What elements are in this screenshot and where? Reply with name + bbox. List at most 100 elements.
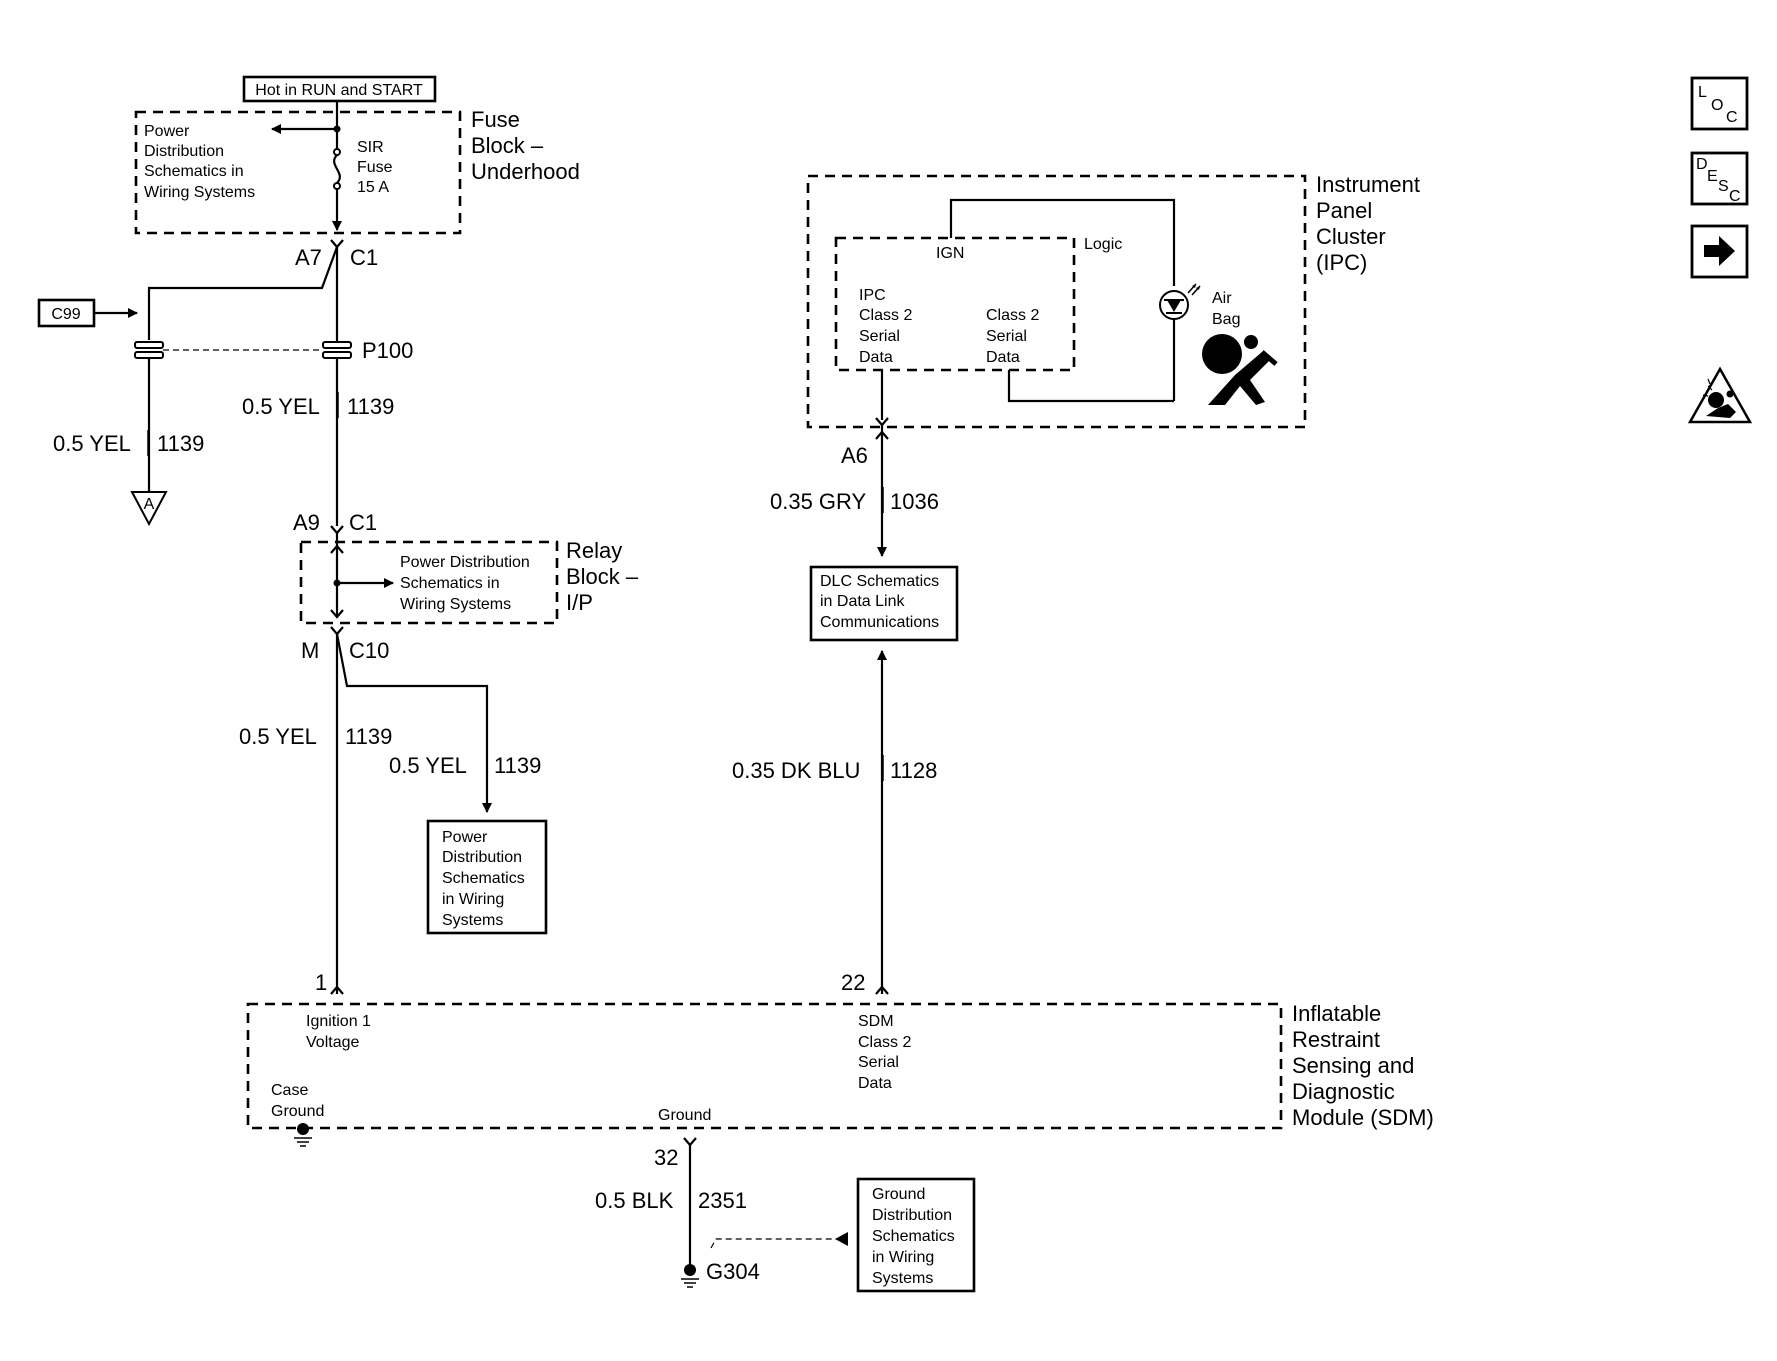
svg-text:Serial: Serial	[858, 1054, 899, 1071]
sdm-pin-32: 32	[654, 1145, 678, 1170]
svg-text:SIR: SIR	[357, 139, 384, 156]
svg-text:Module (SDM): Module (SDM)	[1292, 1105, 1434, 1130]
g304-ground-icon	[681, 1264, 699, 1288]
svg-text:Serial: Serial	[859, 328, 900, 345]
sir-fuse-symbol	[333, 154, 341, 184]
c99-reference-box: C99	[37, 298, 96, 328]
wire-color-left-branch: 0.5 YEL	[53, 431, 131, 456]
ipc-class2-left-text: IPC Class 2 Serial Data	[859, 287, 912, 366]
desc-button[interactable]: D E S C	[1690, 151, 1749, 206]
instrument-panel-cluster-title: Instrument Panel Cluster (IPC)	[1316, 172, 1420, 275]
relay-block-power-distribution-ref: Power Distribution Schematics in Wiring …	[400, 554, 530, 613]
wire-circuit-dk-blu: 1128	[890, 758, 937, 783]
wire-color-dk-blu: 0.35 DK BLU	[732, 758, 860, 783]
sdm-pin-1: 1	[315, 970, 327, 995]
svg-text:Hot in RUN and START: Hot in RUN and START	[255, 82, 423, 99]
svg-text:Communications: Communications	[820, 614, 939, 631]
wire-circuit-branch-power: 1139	[494, 753, 541, 778]
svg-text:S: S	[1718, 178, 1729, 195]
svg-text:Diagnostic: Diagnostic	[1292, 1079, 1395, 1104]
svg-text:Restraint: Restraint	[1292, 1027, 1380, 1052]
svg-text:Sensing and: Sensing and	[1292, 1053, 1414, 1078]
svg-text:C: C	[1726, 109, 1738, 126]
connector-a7: A7	[295, 245, 322, 270]
fuse-block-underhood-outline	[134, 110, 462, 235]
svg-text:Power Distribution: Power Distribution	[400, 554, 530, 571]
svg-text:Systems: Systems	[872, 1270, 933, 1287]
fuse-block-power-distribution-ref: Power Distribution Schematics in Wiring …	[144, 123, 255, 201]
offpage-connector-a: A	[130, 491, 168, 527]
connector-m: M	[301, 638, 319, 663]
svg-text:Block –: Block –	[471, 133, 544, 158]
wire-circuit-main-lower: 1139	[345, 724, 392, 749]
sdm-ground-label: Ground	[658, 1107, 711, 1124]
sdm-class2-serial-data-label: SDM Class 2 Serial Data	[858, 1013, 911, 1092]
svg-text:Case: Case	[271, 1082, 308, 1099]
next-page-button[interactable]	[1690, 224, 1749, 279]
svg-text:Bag: Bag	[1212, 311, 1240, 328]
dlc-schematics-box[interactable]: DLC Schematics in Data Link Communicatio…	[809, 565, 959, 642]
sdm-outline	[246, 1002, 1283, 1130]
p100-connector-right	[322, 341, 352, 359]
svg-text:Panel: Panel	[1316, 198, 1372, 223]
svg-text:Schematics in: Schematics in	[144, 163, 244, 180]
svg-text:15 A: 15 A	[357, 179, 389, 196]
svg-text:Block –: Block –	[566, 564, 639, 589]
svg-text:Voltage: Voltage	[306, 1034, 359, 1051]
sdm-title: Inflatable Restraint Sensing and Diagnos…	[1292, 1001, 1434, 1130]
ipc-ign-label: IGN	[936, 245, 964, 262]
wire-color-main-lower: 0.5 YEL	[239, 724, 317, 749]
svg-text:Relay: Relay	[566, 538, 622, 563]
svg-text:(IPC): (IPC)	[1316, 250, 1367, 275]
airbag-occupant-icon	[1202, 334, 1278, 405]
svg-text:Schematics: Schematics	[442, 870, 525, 887]
svg-text:C: C	[1729, 188, 1741, 205]
ipc-logic-label: Logic	[1084, 236, 1122, 253]
svg-text:Schematics in: Schematics in	[400, 575, 500, 592]
svg-text:Distribution: Distribution	[442, 849, 522, 866]
svg-text:Class 2: Class 2	[859, 307, 912, 324]
svg-text:Cluster: Cluster	[1316, 224, 1386, 249]
svg-text:Air: Air	[1212, 290, 1232, 307]
svg-text:A: A	[144, 496, 155, 513]
svg-text:I/P: I/P	[566, 590, 593, 615]
svg-text:in Wiring: in Wiring	[442, 891, 504, 908]
wire-color-main-upper: 0.5 YEL	[242, 394, 320, 419]
svg-text:D: D	[1696, 156, 1708, 173]
relay-block-ip-title: Relay Block – I/P	[566, 538, 639, 615]
svg-text:Distribution: Distribution	[144, 143, 224, 160]
relay-block-ip-outline	[299, 540, 559, 625]
airbag-lamp-label: Air Bag	[1212, 290, 1240, 328]
svg-text:Underhood: Underhood	[471, 159, 580, 184]
svg-text:DLC Schematics: DLC Schematics	[820, 573, 939, 590]
svg-text:in Data Link: in Data Link	[820, 593, 905, 610]
power-distribution-schematics-box[interactable]: Power Distribution Schematics in Wiring …	[426, 819, 548, 935]
sdm-case-ground-label: Case Ground	[271, 1082, 324, 1120]
loc-button[interactable]: L O C	[1690, 76, 1749, 131]
connector-a9: A9	[293, 510, 320, 535]
svg-text:Serial: Serial	[986, 328, 1027, 345]
svg-text:Ground: Ground	[872, 1186, 925, 1203]
svg-text:E: E	[1707, 168, 1718, 185]
svg-text:IPC: IPC	[859, 287, 886, 304]
sir-fuse-label: SIR Fuse 15 A	[357, 139, 393, 196]
wire-circuit-gry: 1036	[890, 489, 939, 514]
svg-text:Class 2: Class 2	[858, 1034, 911, 1051]
wire-circuit-main-upper: 1139	[347, 394, 394, 419]
wire-color-blk: 0.5 BLK	[595, 1188, 674, 1213]
svg-text:Schematics: Schematics	[872, 1228, 955, 1245]
svg-text:L: L	[1698, 84, 1707, 101]
wire-circuit-blk: 2351	[698, 1188, 747, 1213]
svg-text:Inflatable: Inflatable	[1292, 1001, 1381, 1026]
svg-text:Systems: Systems	[442, 912, 503, 929]
wire-color-gry: 0.35 GRY	[770, 489, 867, 514]
ground-distribution-schematics-box[interactable]: Ground Distribution Schematics in Wiring…	[856, 1177, 976, 1293]
svg-text:O: O	[1711, 97, 1723, 114]
connector-c1-top: C1	[350, 245, 378, 270]
airbag-lamp-icon	[1159, 283, 1201, 320]
ground-g304: G304	[706, 1259, 760, 1284]
connector-a6: A6	[841, 443, 868, 468]
wire-color-branch-power: 0.5 YEL	[389, 753, 467, 778]
wire-circuit-left-branch: 1139	[157, 431, 204, 456]
